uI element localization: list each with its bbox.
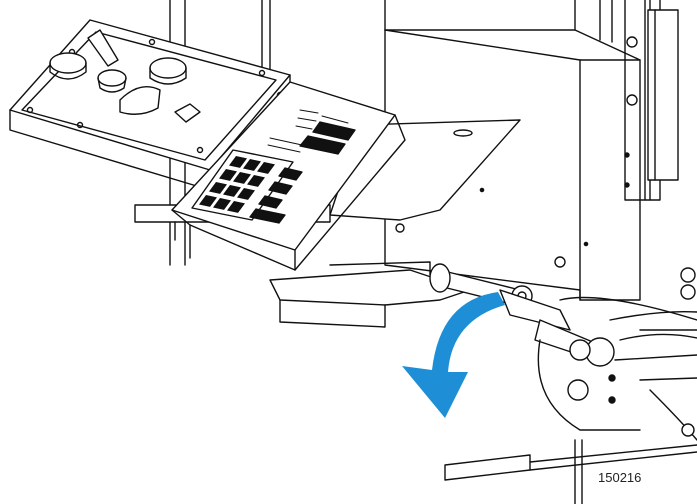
keypad-key xyxy=(257,162,275,174)
keypad-key xyxy=(229,156,247,168)
main-housing xyxy=(384,0,679,301)
keypad-pendant xyxy=(171,81,406,271)
keypad-key xyxy=(219,169,237,181)
lower-bracket xyxy=(269,261,471,328)
keypad-key xyxy=(227,201,245,213)
figure-number: 150216 xyxy=(598,470,642,485)
panel-labels xyxy=(267,109,349,153)
control-box xyxy=(9,19,291,191)
shaft-assembly xyxy=(429,263,697,441)
keypad-key xyxy=(247,175,265,187)
keypad-grid xyxy=(191,149,294,221)
keypad-key xyxy=(243,159,261,171)
keypad-key xyxy=(237,188,255,200)
keypad-key xyxy=(213,198,231,210)
curved-down-arrow-icon xyxy=(402,292,505,418)
floor-lever xyxy=(444,444,697,481)
keypad-key xyxy=(209,182,227,194)
keypad-key xyxy=(233,172,251,184)
keypad-key xyxy=(199,195,217,207)
keypad-key xyxy=(223,185,241,197)
